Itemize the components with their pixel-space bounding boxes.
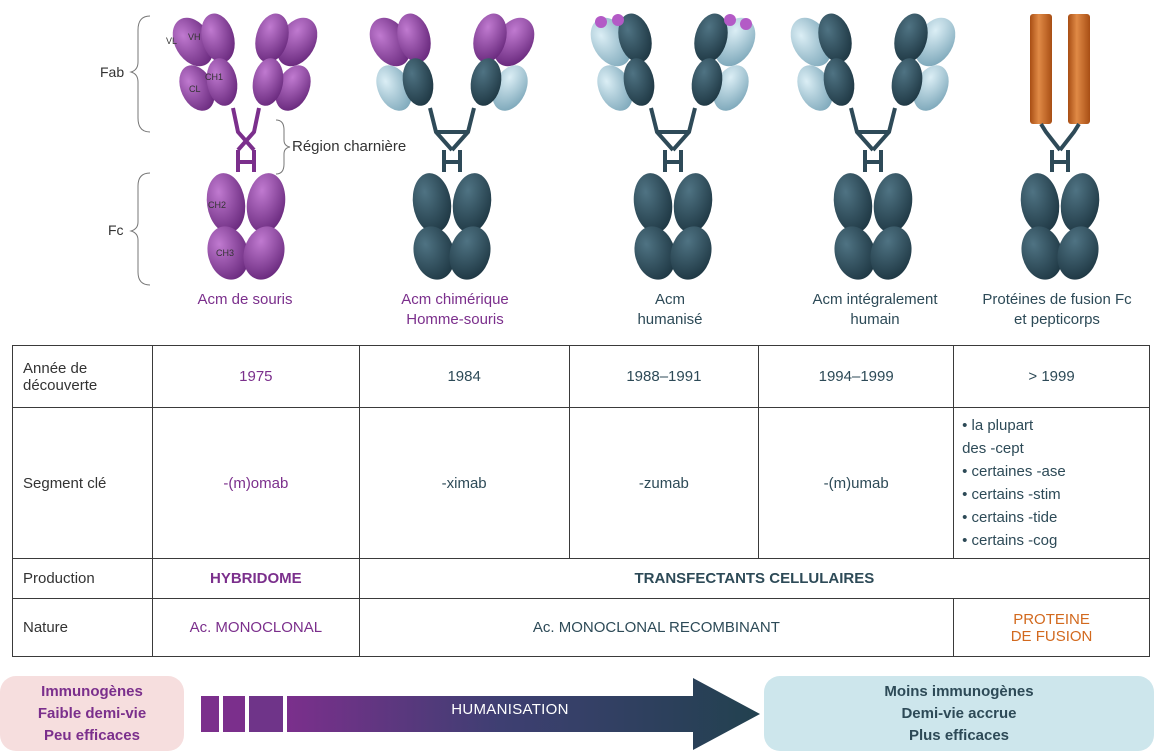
table-row-production: Production HYBRIDOME TRANSFECTANTS CELLU… [12,558,1151,599]
table-row-nature: Nature Ac. MONOCLONAL Ac. MONOCLONAL REC… [12,598,1150,657]
nature-monoclonal: Ac. MONOCLONAL [151,598,360,657]
segment-chimeric: -ximab [358,407,570,559]
segment-human: -(m)umab [758,407,955,559]
year-mouse: 1975 [151,345,360,408]
row-header-nature: Nature [12,598,153,657]
list-item: • certains -tide [962,509,1058,526]
year-chimeric: 1984 [358,345,570,408]
list-item: des -cept [962,440,1024,457]
humanisation-arrow [201,678,760,750]
production-hybridome: HYBRIDOME [151,558,360,599]
list-item: • certaines -ase [962,463,1066,480]
fc-bracket [129,172,151,286]
fab-bracket [129,15,151,133]
ch3-label: CH3 [216,248,234,258]
chimeric-antibody [369,13,535,280]
humanisation-label: HUMANISATION [451,701,569,718]
antibody-illustrations: VL VH CH1 CL CH2 CH3 [129,13,1100,286]
year-humanised: 1988–1991 [568,345,760,408]
list-item: • certains -stim [962,486,1061,503]
list-item: • la plupart [962,417,1034,434]
low-humanisation-box: Immunogènes Faible demi-vie Peu efficace… [0,676,184,751]
ch1-label: CH1 [205,72,223,82]
year-human: 1994–1999 [758,345,955,408]
row-header-segment: Segment clé [12,407,153,559]
year-fusion: > 1999 [953,345,1150,408]
caption-mouse: Acm de souris [197,291,293,308]
list-item: • certains -cog [962,532,1058,549]
humanised-antibody [590,13,756,280]
fc-fusion-protein [1020,14,1100,280]
row-header-production: Production [12,558,153,599]
vh-label: VH [188,32,201,42]
human-antibody [790,13,956,280]
table-row-segment: Segment clé -(m)omab -ximab -zumab -(m)u… [12,407,1150,559]
nature-recombinant: Ac. MONOCLONAL RECOMBINANT [358,598,955,657]
high-humanisation-box: Moins immunogènes Demi-vie accrue Plus e… [764,676,1154,751]
fab-label: Fab [100,64,125,80]
segment-fusion-list: • la plupart des -cept • certaines -ase … [953,407,1150,559]
cl-label: CL [189,84,201,94]
segment-mouse: -(m)omab [151,407,360,559]
fc-label: Fc [108,222,124,238]
vl-label: VL [166,36,177,46]
ch2-label: CH2 [208,200,226,210]
hinge-label: Région charnière [292,138,407,155]
hinge-bracket [275,119,291,175]
production-transfectants: TRANSFECTANTS CELLULAIRES [358,558,1151,599]
mouse-antibody: VL VH CH1 CL CH2 CH3 [166,13,318,280]
segment-humanised: -zumab [568,407,760,559]
